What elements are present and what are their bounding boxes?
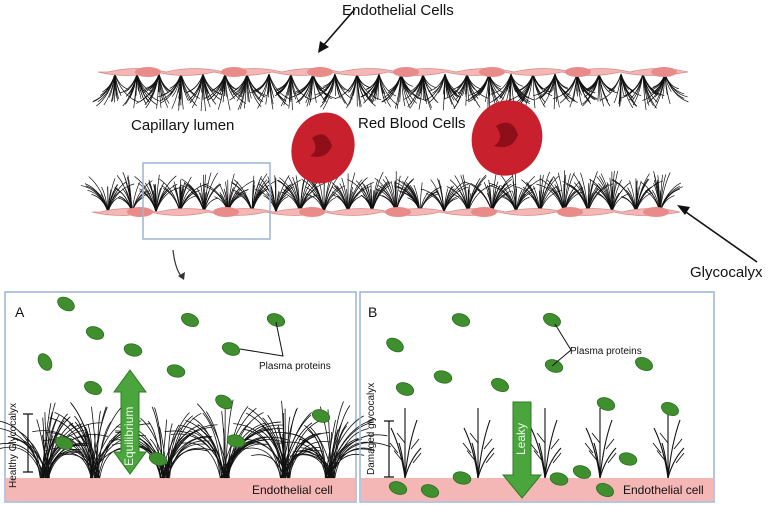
capillary-lumen-label: Capillary lumen <box>131 117 235 134</box>
panel-a-pointer <box>239 321 284 357</box>
damaged-glycocalyx-fibers <box>389 408 685 479</box>
zoom-connector <box>172 249 182 277</box>
red-blood-cell-right <box>471 100 543 176</box>
red-blood-cell-left <box>291 112 355 184</box>
red-blood-cells-label: Red Blood Cells <box>358 115 466 132</box>
panel-b-cell-label: Endothelial cell <box>623 483 704 497</box>
panel-b-letter: B <box>368 304 378 320</box>
zoom-box <box>142 162 271 240</box>
panel-a-cell-label: Endothelial cell <box>252 483 333 497</box>
endothelial-arrow <box>318 8 356 53</box>
glycocalyx-label: Glycocalyx <box>690 264 763 281</box>
glycocalyx-arrow <box>677 205 758 263</box>
glycocalyx-fibers-lower <box>80 170 683 213</box>
panel-a-letter: A <box>15 304 25 320</box>
damaged-glycocalyx-label: Damaged glycocalyx <box>366 382 377 475</box>
healthy-bracket <box>23 413 33 473</box>
panel-a-plasma-proteins <box>37 296 331 466</box>
capillary-diagram <box>80 8 758 280</box>
glycocalyx-fibers-upper <box>92 73 689 112</box>
panel-b-frame <box>359 291 715 503</box>
healthy-glycocalyx-fibers <box>0 399 392 479</box>
damaged-bracket <box>384 420 394 478</box>
panel-b-plasma-proteins <box>386 312 679 498</box>
panel-a-frame <box>4 291 357 503</box>
endothelial-wall-lower <box>91 207 681 217</box>
healthy-glycocalyx-label: Healthy Glycocalyx <box>8 402 19 488</box>
panel-a-plasma-label: Plasma proteins <box>259 361 331 372</box>
panel-b-plasma-label: Plasma proteins <box>570 346 642 357</box>
endothelial-wall-upper <box>97 67 689 77</box>
panel-b-pointer <box>551 323 572 367</box>
leaky-label: Leaky <box>514 422 528 455</box>
endothelial-cells-label: Endothelial Cells <box>342 2 454 19</box>
equilibrium-label: Equilibrium <box>122 406 136 466</box>
